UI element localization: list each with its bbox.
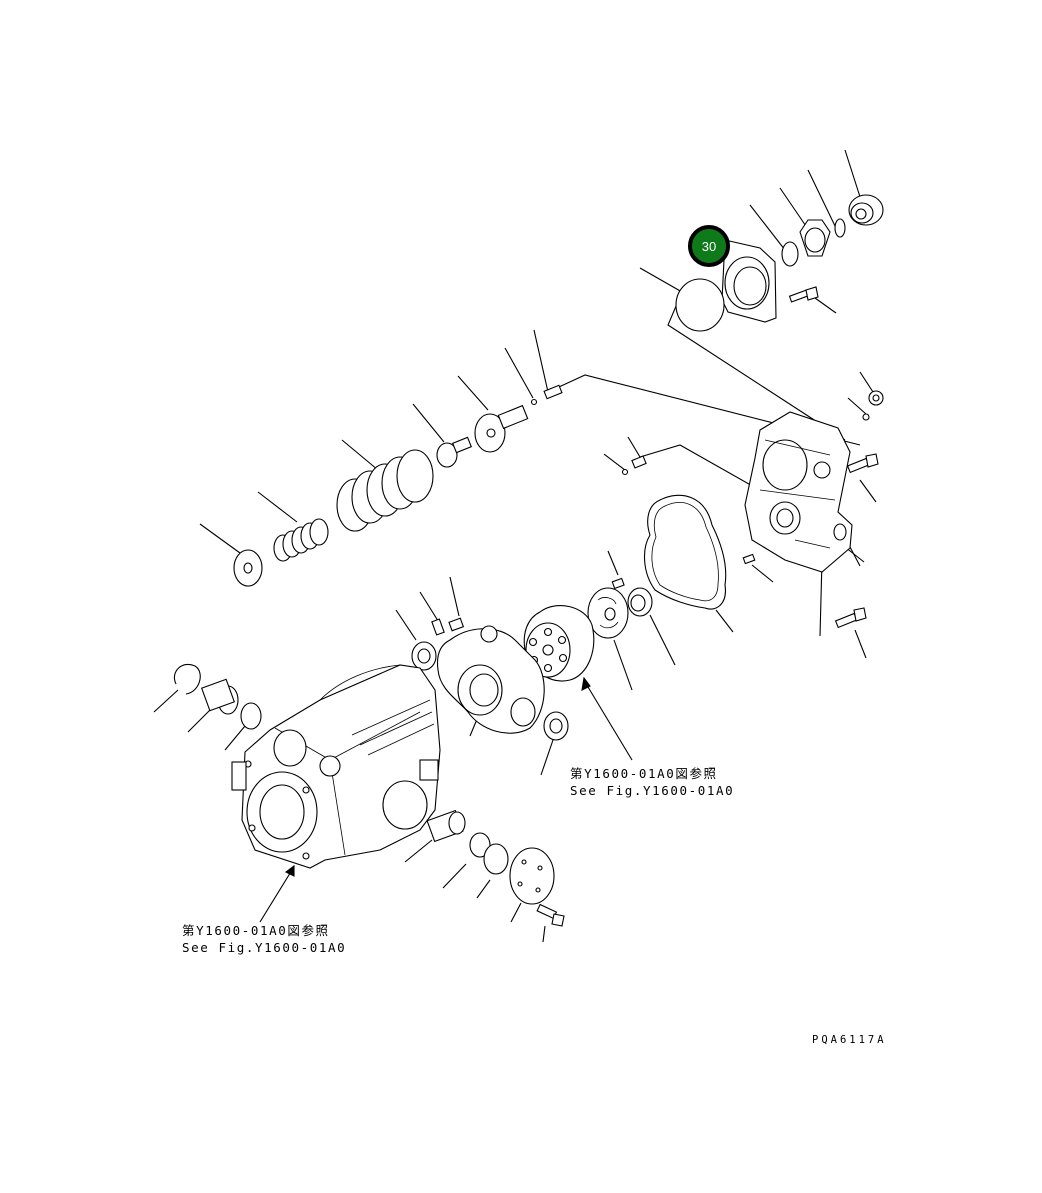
orifice-pair <box>621 455 647 476</box>
set-screw <box>543 384 563 400</box>
cover-bolt <box>788 286 819 303</box>
callout-badge-label: 30 <box>702 239 716 254</box>
spring-retainer <box>233 549 263 587</box>
shaft-sleeve <box>200 678 239 715</box>
callout-badge-30[interactable]: 30 <box>688 225 730 267</box>
large-o-ring <box>675 278 725 332</box>
reference-note-ja: 第Y1600-01A0図参照 <box>182 923 330 938</box>
bearing-left <box>411 641 437 671</box>
dowel-pin <box>611 577 625 590</box>
lower-bolt <box>834 607 867 629</box>
outer-spring <box>336 449 434 532</box>
servo-cover <box>509 847 555 905</box>
gasket <box>644 494 727 610</box>
yoke-pins <box>431 617 465 636</box>
small-ball <box>530 398 538 406</box>
flange-cover <box>721 239 777 323</box>
bearing-right <box>543 711 569 741</box>
inner-spring <box>273 518 329 562</box>
leader-lines <box>153 149 877 943</box>
valve-plate <box>587 587 629 639</box>
servo-piston <box>426 809 466 843</box>
adjusting-plug <box>474 404 529 453</box>
reference-note-en: See Fig.Y1600-01A0 <box>570 783 734 798</box>
drawing-code: PQA6117A <box>812 1034 887 1046</box>
seal-ring <box>781 241 799 267</box>
housing-pin <box>742 553 756 565</box>
cover-screw <box>536 903 565 927</box>
reference-note-ja: 第Y1600-01A0図参照 <box>570 766 718 781</box>
hex-nut <box>799 219 831 257</box>
swash-plate-yoke <box>436 625 545 734</box>
pump-case <box>231 664 441 869</box>
cylinder-block <box>523 605 595 682</box>
servo-o-ring <box>483 843 509 875</box>
servo-washer <box>469 832 491 858</box>
reference-note-en: See Fig.Y1600-01A0 <box>182 940 346 955</box>
reference-arrows <box>259 676 633 923</box>
needle-bearing <box>627 587 653 617</box>
rear-housing <box>744 411 853 573</box>
end-nut <box>848 194 884 226</box>
shaft-o-ring <box>240 702 262 730</box>
housing-bolt <box>846 453 879 474</box>
callout-badge-circle <box>688 225 730 267</box>
snap-ring <box>174 664 201 695</box>
housing-plug <box>868 390 884 406</box>
o-ring-small <box>834 218 846 238</box>
housing-ball <box>862 413 870 421</box>
spring-seat <box>436 436 473 468</box>
